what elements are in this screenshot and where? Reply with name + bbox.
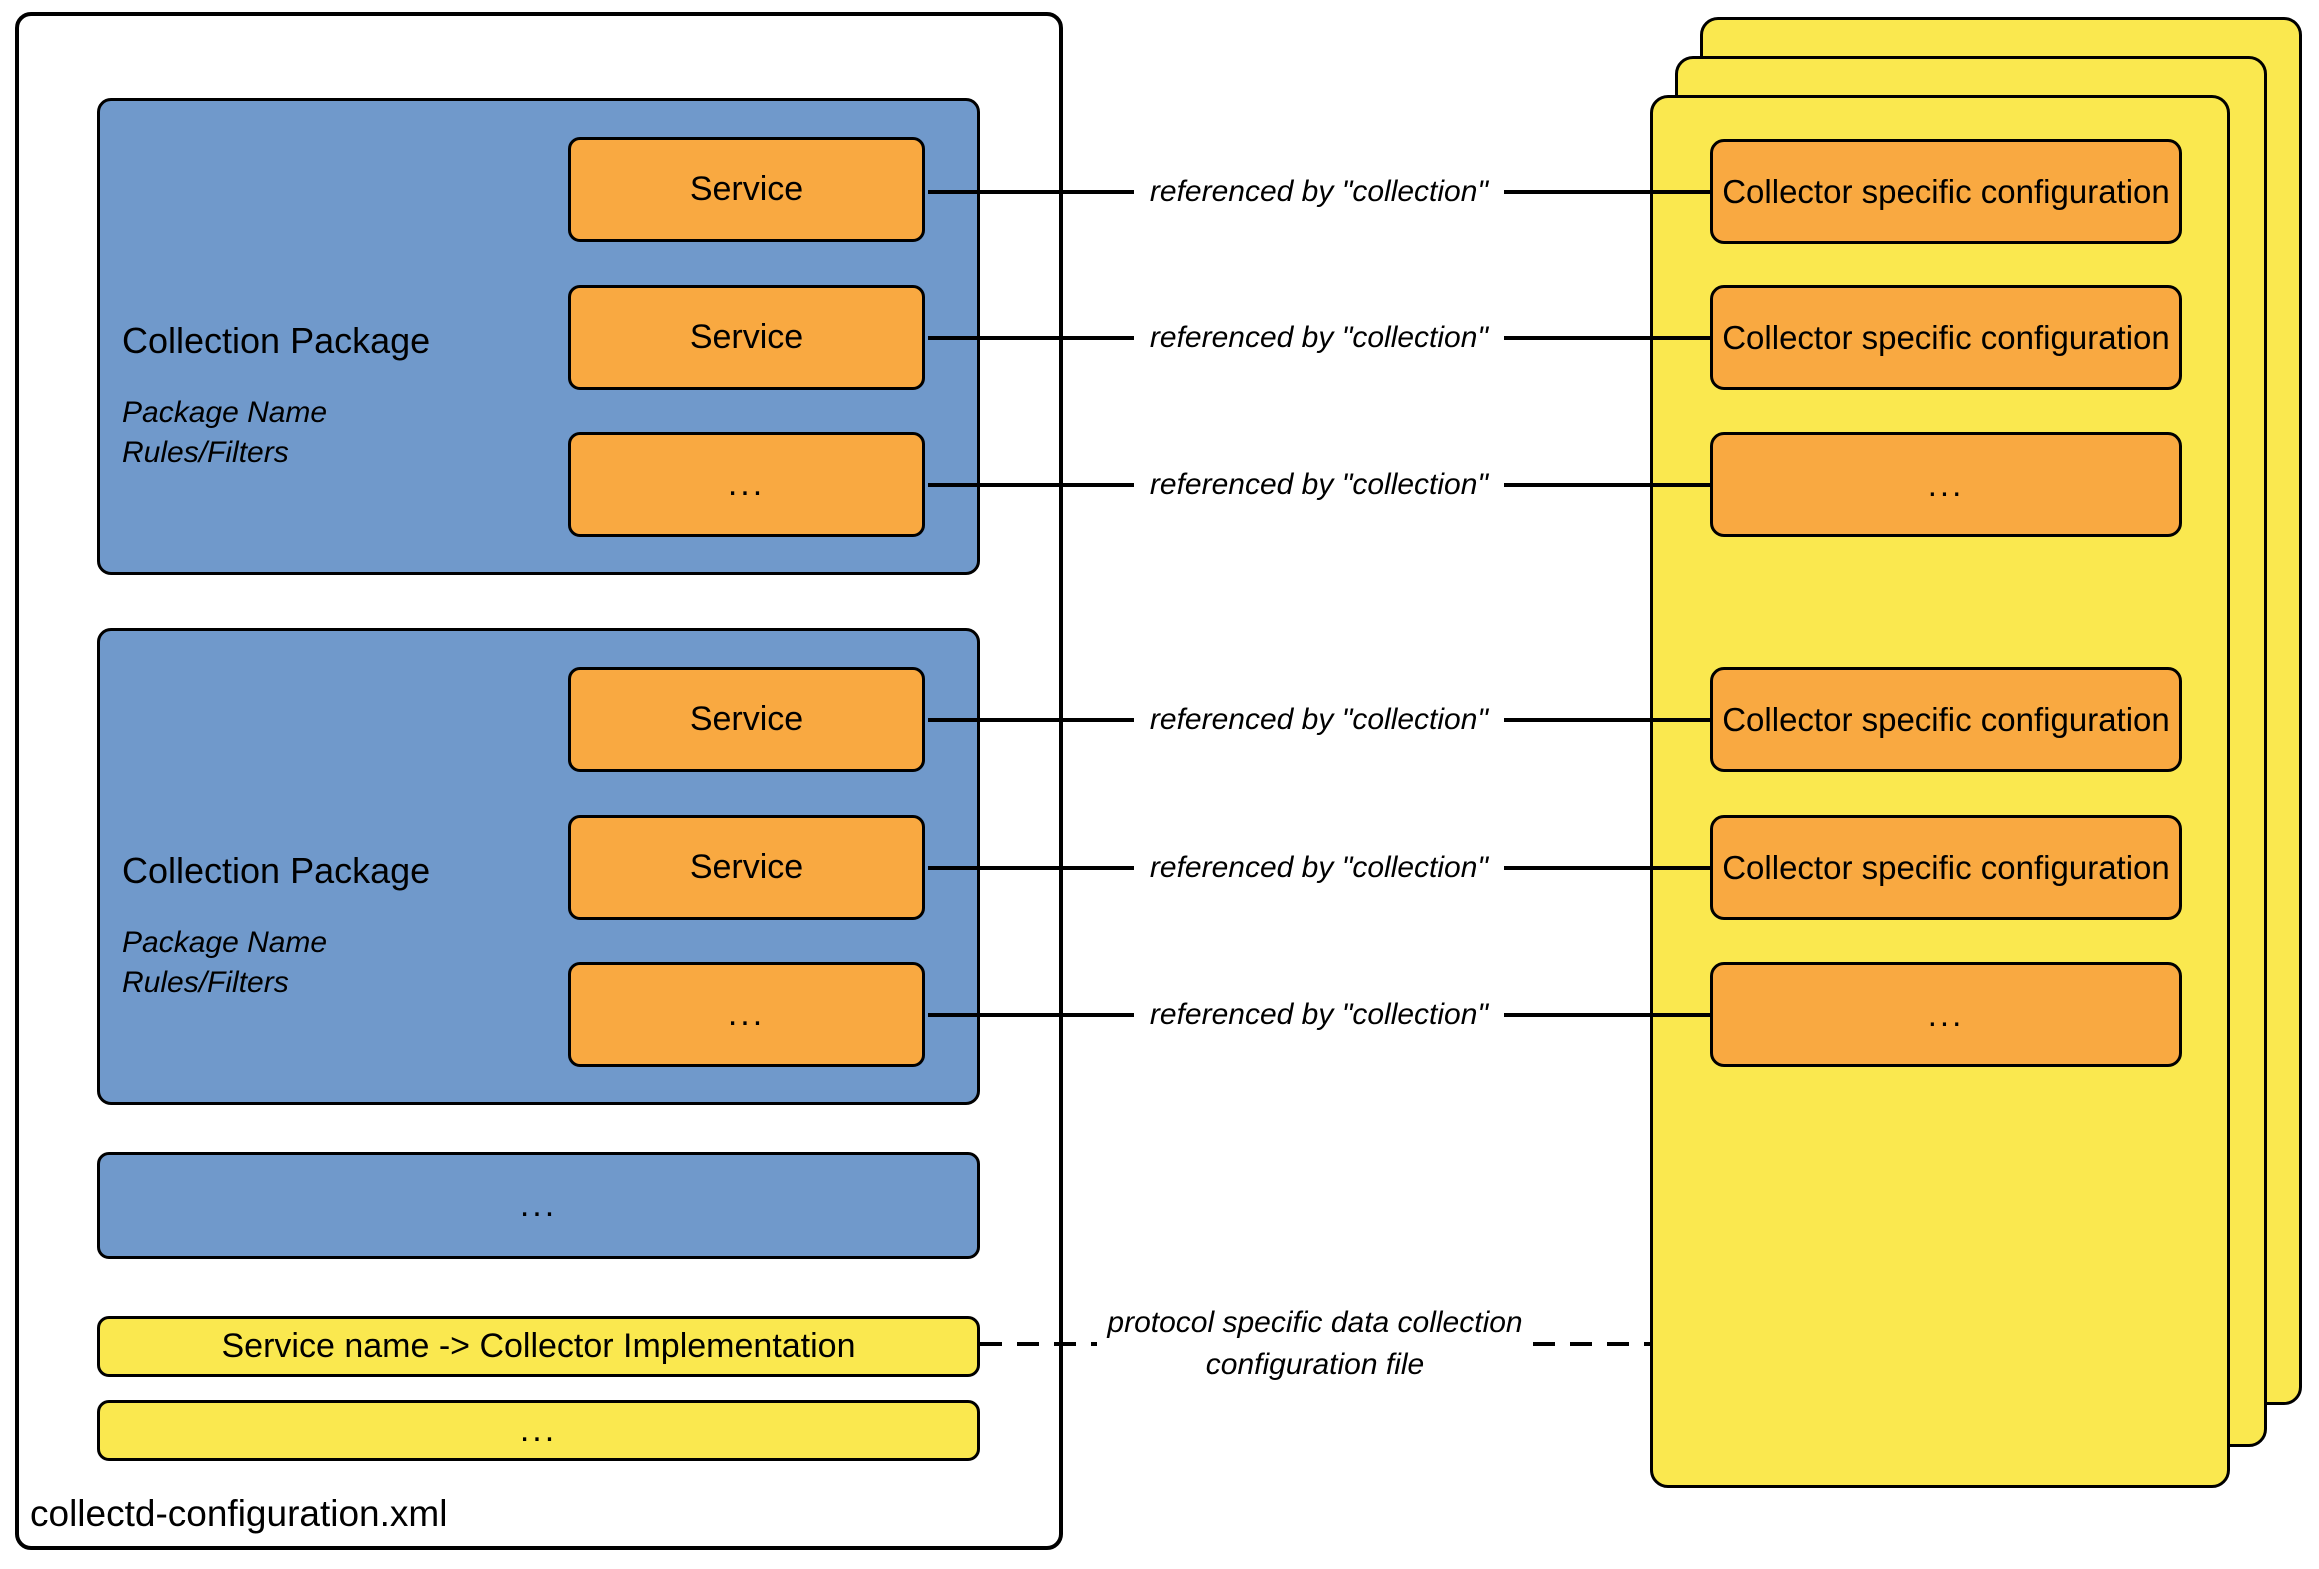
rules-filters-line: Rules/Filters — [122, 436, 289, 469]
more-mappings-box: ... — [97, 1400, 980, 1461]
package-name-line: Package Name — [122, 926, 328, 959]
more-collector-configs-label: ... — [1927, 995, 1965, 1033]
collector-config-box: ... — [1710, 962, 2182, 1067]
reference-connection: referenced by "collection" — [928, 460, 1710, 510]
collector-config-label: Collector specific configuration — [1722, 848, 2170, 886]
more-services-label: ... — [727, 995, 766, 1033]
connector-line — [928, 866, 1134, 870]
connector-line — [928, 483, 1134, 487]
connector-line — [1504, 718, 1710, 722]
collector-config-box: Collector specific configuration — [1710, 139, 2182, 244]
service-label: Service — [689, 170, 804, 208]
reference-connection: referenced by "collection" — [928, 695, 1710, 745]
reference-connection: referenced by "collection" — [928, 313, 1710, 363]
more-mappings-label: ... — [519, 1411, 558, 1449]
service-label: Service — [689, 318, 804, 356]
collector-config-label: Collector specific configuration — [1722, 172, 2170, 210]
rules-filters-line: Rules/Filters — [122, 966, 289, 999]
connector-line — [1504, 866, 1710, 870]
service-collector-mapping-box: Service name -> Collector Implementation — [97, 1316, 980, 1377]
reference-connection: referenced by "collection" — [928, 843, 1710, 893]
reference-connection: referenced by "collection" — [928, 990, 1710, 1040]
connector-line — [1504, 1013, 1710, 1017]
connector-line — [928, 190, 1134, 194]
protocol-connection: protocol specific data collection config… — [980, 1289, 1651, 1399]
reference-label: referenced by "collection" — [1149, 851, 1489, 884]
service-box: Service — [568, 667, 925, 772]
service-label: Service — [689, 700, 804, 738]
service-box: Service — [568, 285, 925, 390]
more-collector-configs-label: ... — [1927, 465, 1965, 503]
protocol-label-line2: configuration file — [1205, 1348, 1425, 1381]
connector-line — [928, 718, 1134, 722]
protocol-label-line1: protocol specific data collection — [1107, 1306, 1523, 1339]
collector-config-page-front: Collector specific configuration Collect… — [1650, 95, 2230, 1488]
collector-config-label: Collector specific configuration — [1722, 700, 2170, 738]
reference-label: referenced by "collection" — [1149, 703, 1489, 736]
protocol-label: protocol specific data collection config… — [1097, 1302, 1532, 1386]
package-meta: Package Name Rules/Filters — [122, 393, 327, 473]
package-title: Collection Package — [122, 850, 431, 891]
mapping-label: Service name -> Collector Implementation — [221, 1327, 856, 1365]
collector-config-box: Collector specific configuration — [1710, 815, 2182, 920]
collection-package-1: Collection Package Package Name Rules/Fi… — [97, 98, 980, 575]
more-services-label: ... — [727, 465, 766, 503]
connector-line — [1504, 336, 1710, 340]
package-meta: Package Name Rules/Filters — [122, 923, 327, 1003]
connector-line — [928, 336, 1134, 340]
collector-config-box: ... — [1710, 432, 2182, 537]
service-label: Service — [689, 848, 804, 886]
collector-config-box: Collector specific configuration — [1710, 667, 2182, 772]
connector-line — [1504, 483, 1710, 487]
more-packages-label: ... — [519, 1186, 558, 1224]
service-box: ... — [568, 962, 925, 1067]
more-packages-box: ... — [97, 1152, 980, 1259]
reference-label: referenced by "collection" — [1149, 468, 1489, 501]
file-name-label: collectd-configuration.xml — [30, 1493, 448, 1534]
collection-package-2: Collection Package Package Name Rules/Fi… — [97, 628, 980, 1105]
service-box: ... — [568, 432, 925, 537]
package-name-line: Package Name — [122, 396, 328, 429]
connector-line — [1504, 190, 1710, 194]
dashed-connector-line — [980, 1342, 1098, 1346]
collector-config-label: Collector specific configuration — [1722, 318, 2170, 356]
dashed-connector-line — [1532, 1342, 1651, 1346]
reference-label: referenced by "collection" — [1149, 321, 1489, 354]
connector-line — [928, 1013, 1134, 1017]
package-title: Collection Package — [122, 320, 431, 361]
service-box: Service — [568, 815, 925, 920]
reference-label: referenced by "collection" — [1149, 175, 1489, 208]
reference-label: referenced by "collection" — [1149, 998, 1489, 1031]
collector-config-box: Collector specific configuration — [1710, 285, 2182, 390]
reference-connection: referenced by "collection" — [928, 167, 1710, 217]
service-box: Service — [568, 137, 925, 242]
